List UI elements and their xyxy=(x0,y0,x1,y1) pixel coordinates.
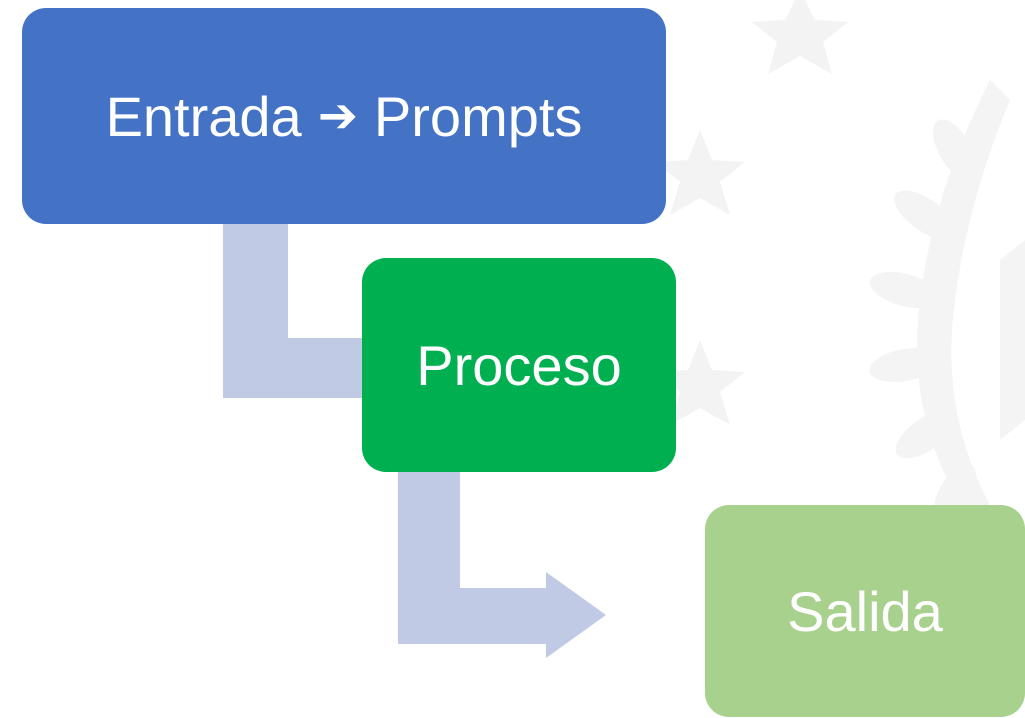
step-entrada-prompts: Entrada ➔ Prompts xyxy=(22,8,666,224)
step-3-label: Salida xyxy=(787,579,943,643)
step-1-label-right: Prompts xyxy=(373,84,583,148)
watermark-star-icon xyxy=(655,340,745,425)
watermark-star-icon xyxy=(655,130,745,215)
watermark-star-icon xyxy=(752,0,848,74)
step-1-label: Entrada ➔ Prompts xyxy=(106,84,583,149)
step-1-label-left: Entrada xyxy=(105,84,302,148)
connector-2-3 xyxy=(398,472,606,658)
step-proceso: Proceso xyxy=(362,258,676,472)
right-arrow-icon: ➔ xyxy=(317,90,358,143)
connector-1-2 xyxy=(223,224,362,398)
step-2-label: Proceso xyxy=(416,333,622,397)
watermark-laurel-icon xyxy=(869,80,1025,520)
step-salida: Salida xyxy=(705,505,1025,717)
